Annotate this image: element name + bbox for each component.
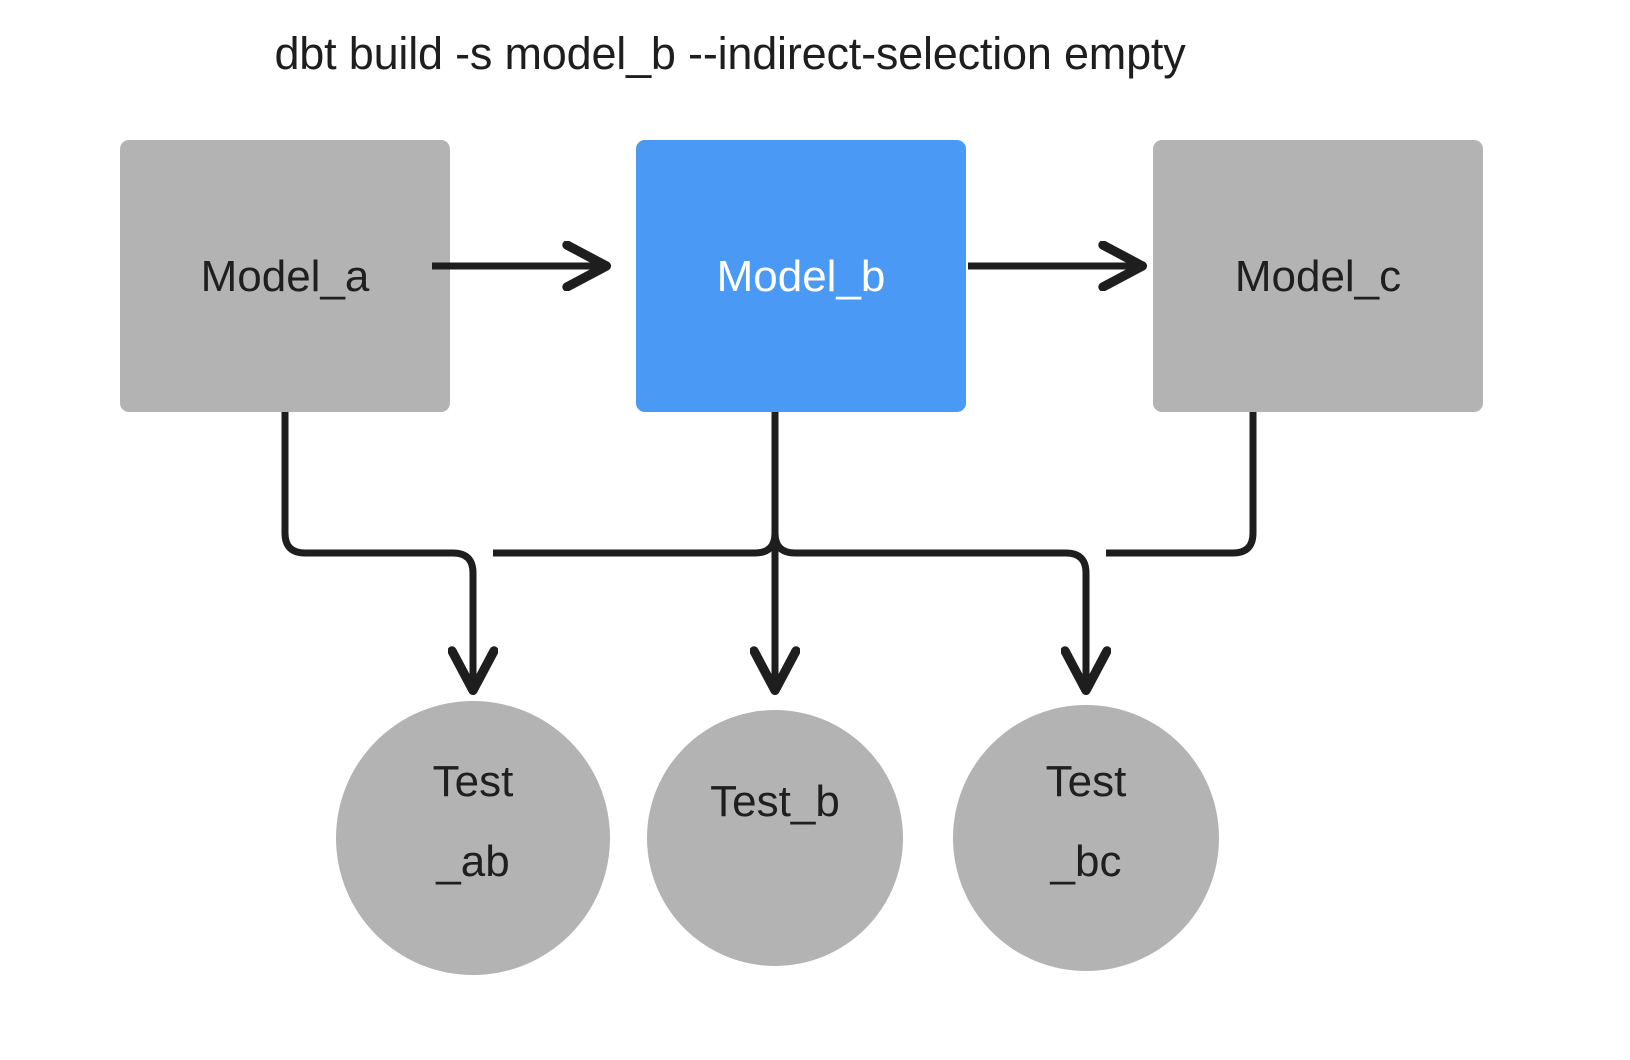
diagram-title: dbt build -s model_b --indirect-selectio… <box>274 28 1186 79</box>
edge-model_a-to-test_ab <box>281 412 473 690</box>
edge-model_c-to-test_bc <box>1106 412 1257 557</box>
edge-model_b-to-test_bc <box>771 412 1086 690</box>
node-model_b-shape[interactable] <box>636 140 966 412</box>
node-test_ab-shape[interactable] <box>336 701 610 975</box>
edge-model_b-to-test_ab <box>493 412 779 557</box>
node-model_c-shape[interactable] <box>1153 140 1483 412</box>
node-test_b-shape[interactable] <box>647 710 903 966</box>
node-test_bc-shape[interactable] <box>953 705 1219 971</box>
node-model_a-shape[interactable] <box>120 140 450 412</box>
